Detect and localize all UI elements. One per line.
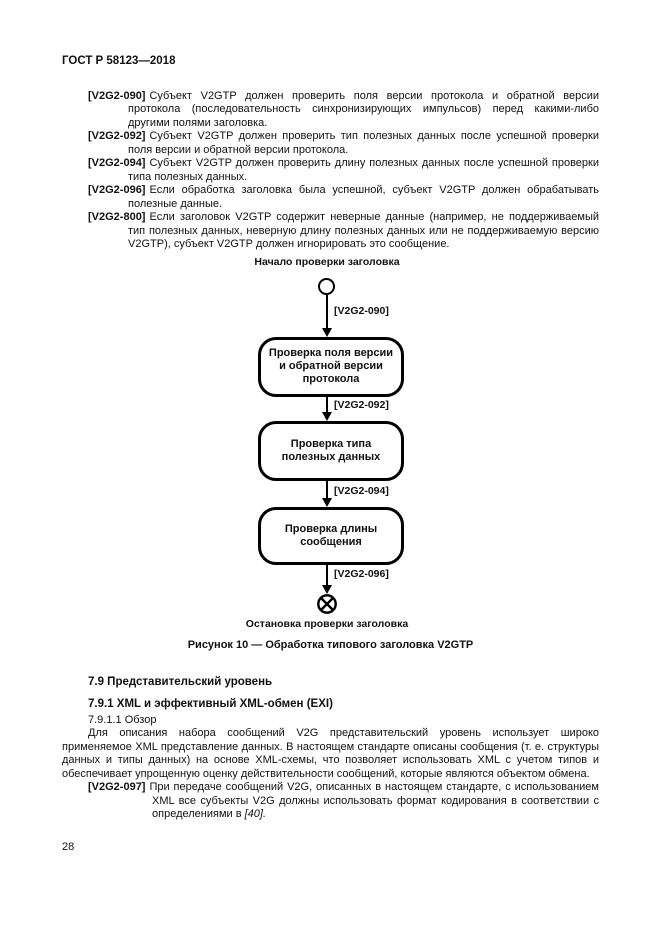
document-header: ГОСТ Р 58123—2018 <box>62 55 176 67</box>
start-node-icon <box>318 277 335 295</box>
requirement-id: [V2G2-800] <box>88 211 146 223</box>
process-box-line: Проверка поля версии <box>268 347 394 359</box>
flowchart-end-label: Остановка проверки заголовка <box>245 617 409 630</box>
process-box-version-check: Проверка поля версии и обратной версии п… <box>258 336 404 397</box>
page-number: 28 <box>62 841 75 853</box>
requirement-item: [V2G2-096]Если обработка заголовка была … <box>88 184 599 211</box>
process-box-line: Проверка типа <box>290 437 372 450</box>
arrow-down-icon <box>322 327 332 337</box>
requirement-text-end: . <box>262 808 267 820</box>
process-box-length-check: Проверка длины сообщения <box>258 506 404 565</box>
requirement-text: Субъект V2GTP должен проверить тип полез… <box>128 130 599 156</box>
edge-label: [V2G2-090] <box>334 304 389 317</box>
process-box-line: и обратной версии <box>279 360 383 372</box>
requirement-text: При передаче сообщений V2G, описанных в … <box>149 781 599 820</box>
edge-label: [V2G2-094] <box>334 484 389 497</box>
requirement-item: [V2G2-097]При передаче сообщений V2G, оп… <box>88 781 599 822</box>
flow-connector <box>326 396 328 412</box>
requirement-item: [V2G2-800]Если заголовок V2GTP содержит … <box>88 211 599 252</box>
flowchart: Начало проверки заголовка [V2G2-090] Про… <box>62 256 599 656</box>
arrow-down-icon <box>322 584 332 594</box>
requirement-id: [V2G2-097] <box>88 781 146 793</box>
reference-citation: [40] <box>244 808 263 820</box>
requirements-list: [V2G2-090]Субъект V2GTP должен проверить… <box>62 90 599 252</box>
requirement-id: [V2G2-090] <box>88 89 146 102</box>
process-box-payload-type-check: Проверка типа полезных данных <box>258 420 404 481</box>
flowchart-start-label: Начало проверки заголовка <box>254 255 400 268</box>
requirement-item: [V2G2-094]Субъект V2GTP должен проверить… <box>88 157 599 184</box>
flow-connector <box>326 294 328 328</box>
process-box-line: протокола <box>302 373 360 385</box>
section-heading-7-9: 7.9 Представительский уровень <box>88 675 273 688</box>
requirement-id: [V2G2-096] <box>88 184 146 196</box>
requirement-text: Если заголовок V2GTP содержит неверные д… <box>128 211 599 250</box>
requirement-id: [V2G2-092] <box>88 130 146 142</box>
flow-connector <box>326 480 328 498</box>
flow-connector <box>326 564 328 585</box>
requirement-item: [V2G2-092]Субъект V2GTP должен проверить… <box>88 130 599 157</box>
section-heading-7-9-1: 7.9.1 XML и эффективный XML-обмен (EXI) <box>88 698 333 710</box>
edge-label: [V2G2-096] <box>334 567 389 580</box>
arrow-down-icon <box>322 497 332 507</box>
section-heading-7-9-1-1: 7.9.1.1 Обзор <box>88 713 157 726</box>
process-box-line: полезных данных <box>281 450 381 463</box>
requirement-text: Если обработка заголовка была успешной, … <box>128 184 599 210</box>
requirement-text: Субъект V2GTP должен проверить поля верс… <box>128 89 599 129</box>
arrow-down-icon <box>322 411 332 421</box>
process-box-line: Проверка длины <box>284 522 378 535</box>
process-box-line: сообщения <box>300 535 362 548</box>
requirement-id: [V2G2-094] <box>88 157 146 169</box>
figure-caption: Рисунок 10 — Обработка типового заголовк… <box>187 638 474 651</box>
requirement-item: [V2G2-090]Субъект V2GTP должен проверить… <box>88 89 599 131</box>
flow-final-circled-x-icon <box>316 593 338 615</box>
page-content: ГОСТ Р 58123—2018 [V2G2-090]Субъект V2GT… <box>62 55 599 822</box>
edge-label: [V2G2-092] <box>334 398 389 411</box>
intro-paragraph: Для описания набора сообщений V2G предст… <box>62 727 599 780</box>
requirement-text: Субъект V2GTP должен проверить длину пол… <box>128 157 599 183</box>
